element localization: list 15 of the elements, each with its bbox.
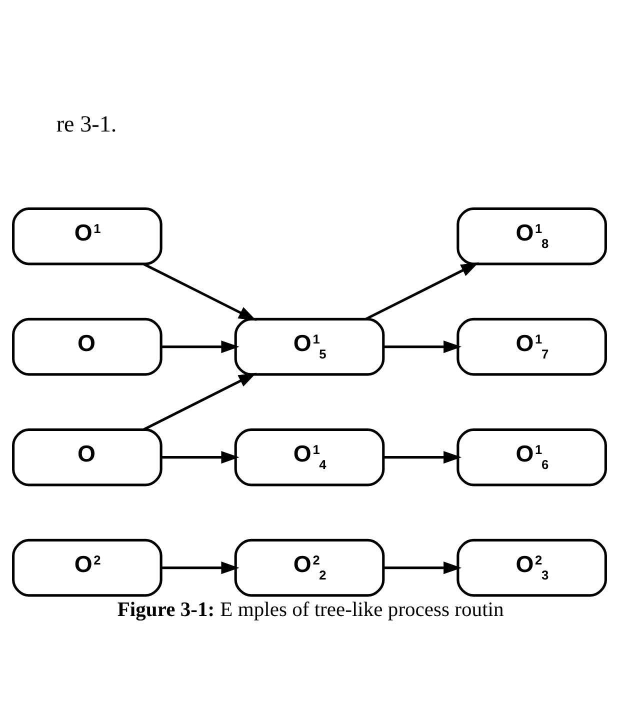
node-box: O: [12, 317, 162, 376]
arrow: [162, 340, 240, 353]
node-box: O: [12, 428, 162, 486]
arrow: [162, 450, 240, 464]
caption: Figure 3-1: E mples of tree-like process routin: [117, 598, 504, 620]
node-box: O$^{1}$: [12, 206, 162, 265]
arrow: [384, 340, 462, 353]
label: re 3-1.: [56, 110, 117, 137]
arrow: [162, 561, 240, 574]
node-box: O$^{2}$: [12, 538, 162, 596]
arrow: [143, 262, 257, 320]
arrow: [143, 372, 257, 430]
arrow: [384, 450, 462, 464]
arrow: [366, 262, 479, 320]
arrow: [384, 561, 462, 574]
